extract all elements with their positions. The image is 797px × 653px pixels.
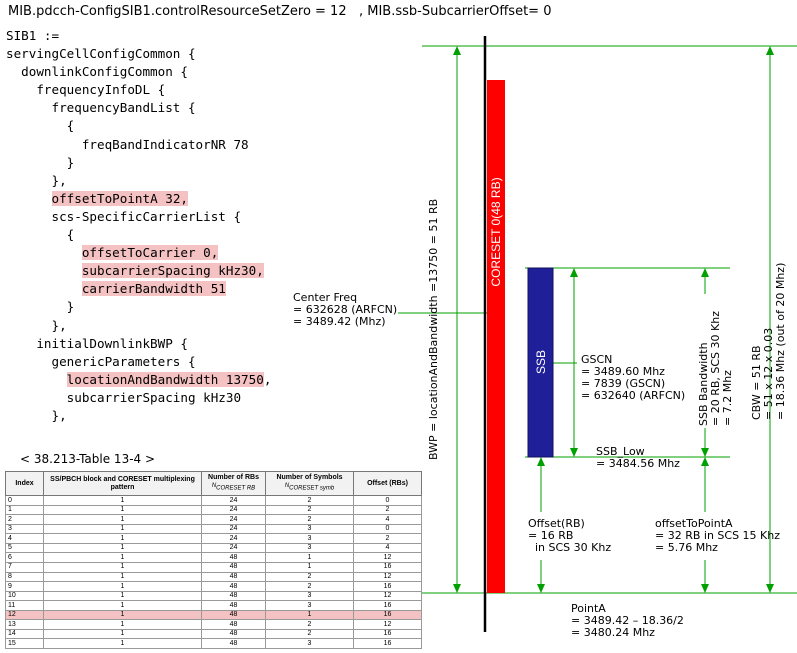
col-header-index: Index bbox=[5, 471, 44, 496]
ssb-bar bbox=[527, 267, 554, 458]
highlighted-parameter: offsetToPointA 32, bbox=[51, 190, 188, 206]
cbw-label: CBW = 51 RB = 51 x 12 x 0.03 = 18.36 Mhz… bbox=[750, 262, 787, 420]
highlighted-parameter: offsetToCarrier 0, bbox=[81, 245, 219, 261]
ssb-bandwidth-label: SSB Bandwidth = 20 RB, SCS 30 Khz = 7.2 … bbox=[697, 311, 734, 426]
code-line: freqBandIndicatorNR 78 bbox=[6, 136, 249, 152]
code-line: }, bbox=[6, 172, 67, 188]
code-line: } bbox=[6, 154, 75, 170]
code-line: SIB1 := bbox=[6, 28, 60, 43]
code-line: frequencyBandList { bbox=[6, 100, 196, 116]
ssb-low-label: SSB_Low = 3484.56 Mhz bbox=[596, 445, 680, 470]
mib-config-line: MIB.pdcch-ConfigSIB1.controlResourceSetZ… bbox=[8, 4, 552, 19]
gscn-label: GSCN = 3489.60 Mhz = 7839 (GSCN) = 63264… bbox=[581, 353, 686, 402]
highlighted-parameter: carrierBandwidth 51 bbox=[81, 281, 226, 297]
point-a-label: PointA = 3489.42 – 18.36/2 = 3480.24 Mhz bbox=[571, 602, 684, 639]
code-line: offsetToCarrier 0, bbox=[6, 244, 416, 262]
code-line: scs-SpecificCarrierList { bbox=[6, 208, 242, 224]
code-line: subcarrierSpacing kHz30, bbox=[6, 262, 416, 280]
highlighted-parameter: subcarrierSpacing kHz30, bbox=[81, 263, 264, 279]
bwp-label: BWP = locationAndBandwidth =13750 = 51 R… bbox=[427, 198, 440, 460]
code-line: } bbox=[6, 299, 75, 315]
coreset0-bar bbox=[487, 80, 505, 593]
code-line: frequencyInfoDL { bbox=[6, 82, 166, 98]
code-line: }, bbox=[6, 317, 67, 333]
table-caption: < 38.213-Table 13-4 > bbox=[20, 452, 156, 466]
highlighted-parameter: locationAndBandwidth 13750 bbox=[66, 371, 264, 387]
center-freq-label: Center Freq = 632628 (ARFCN) = 3489.42 (… bbox=[293, 291, 398, 328]
table-header-row: Index SS/PBCH block and CORESET multiple… bbox=[5, 471, 422, 496]
coreset0-label: CORESET 0(48 RB) bbox=[489, 177, 503, 287]
code-line: servingCellConfigCommon { bbox=[6, 46, 196, 62]
offset-to-point-a-label: offsetToPointA = 32 RB in SCS 15 Khz = 5… bbox=[655, 517, 781, 554]
offset-rb-label: Offset(RB) = 16 RB in SCS 30 Khz bbox=[528, 517, 612, 554]
col-header-pattern: SS/PBCH block and CORESET multiplexing p… bbox=[43, 471, 202, 496]
code-line: initialDownlinkBWP { bbox=[6, 335, 188, 351]
code-line: { bbox=[6, 118, 75, 134]
code-line: genericParameters { bbox=[6, 353, 196, 369]
coreset-config-table: Index SS/PBCH block and CORESET multiple… bbox=[5, 471, 422, 649]
code-line: locationAndBandwidth 13750, bbox=[66, 371, 272, 387]
table-cell: 16 bbox=[353, 638, 422, 649]
sib1-code-block: SIB1 := servingCellConfigCommon { downlin… bbox=[6, 27, 416, 425]
code-line: downlinkConfigCommon { bbox=[6, 64, 188, 80]
code-line: subcarrierSpacing kHz30 bbox=[6, 389, 242, 405]
code-line: { bbox=[6, 227, 75, 243]
ssb-label: SSB bbox=[533, 349, 548, 375]
code-line: carrierBandwidth 51 bbox=[6, 280, 416, 298]
col-header-offset: Offset (RBs) bbox=[353, 471, 422, 496]
code-line: offsetToPointA 32, bbox=[6, 190, 416, 208]
code-line: }, bbox=[6, 407, 67, 423]
